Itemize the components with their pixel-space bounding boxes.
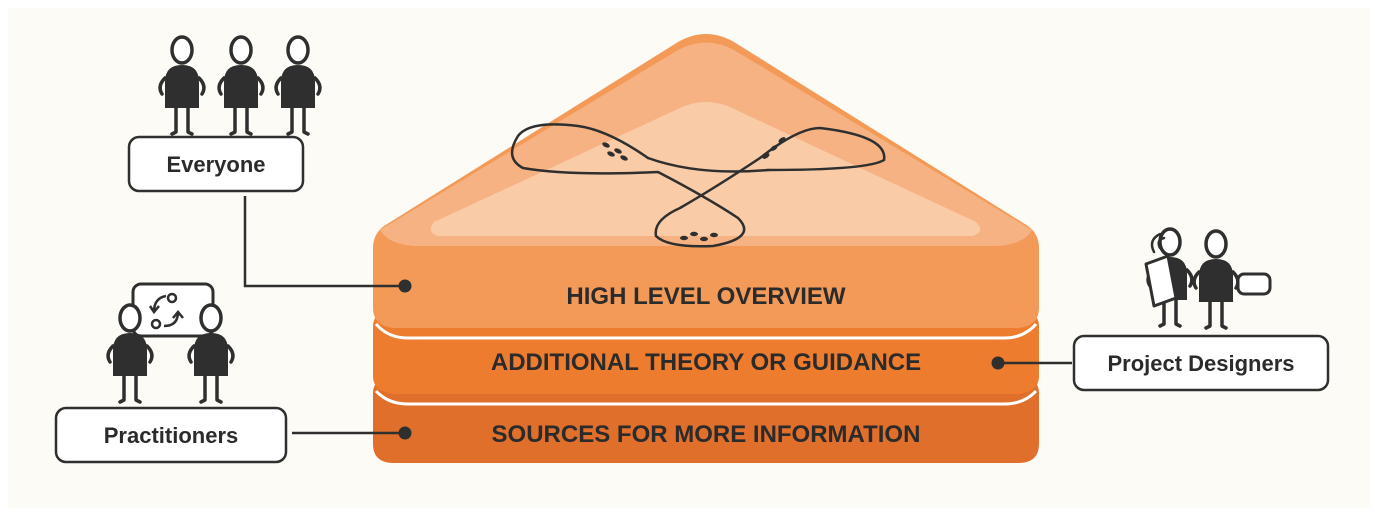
- designers-box: Project Designers: [1072, 334, 1330, 392]
- person-icon: [1192, 229, 1240, 330]
- layer-middle: [373, 311, 1039, 394]
- layer-bottom: [373, 377, 1039, 463]
- person-icon: [217, 35, 265, 136]
- everyone-label: Everyone: [166, 152, 265, 177]
- person-icon: [158, 35, 206, 136]
- designers-label: Project Designers: [1107, 351, 1294, 376]
- layer-pyramid-stack: [373, 34, 1039, 463]
- footprints-icon: [510, 123, 886, 248]
- whiteboard-icon: [131, 282, 215, 338]
- layer-top-label: HIGH LEVEL OVERVIEW: [566, 283, 846, 310]
- practitioners-box: Practitioners: [54, 406, 288, 464]
- diagram-svg: HIGH LEVEL OVERVIEW ADDITIONAL THEORY OR…: [54, 34, 1330, 464]
- layer-middle-label: ADDITIONAL THEORY OR GUIDANCE: [491, 349, 921, 376]
- everyone-people: [158, 35, 322, 136]
- clipboard-icon: [1144, 232, 1272, 308]
- everyone-box: Everyone: [127, 135, 305, 193]
- layer-bottom-label: SOURCES FOR MORE INFORMATION: [492, 421, 921, 448]
- practitioners-label: Practitioners: [104, 423, 239, 448]
- connector-everyone: [243, 196, 412, 293]
- person-icon: [274, 35, 322, 136]
- diagram-canvas: HIGH LEVEL OVERVIEW ADDITIONAL THEORY OR…: [8, 8, 1370, 508]
- connector-designers: [991, 356, 1072, 370]
- footprint-marks: [602, 137, 786, 242]
- connector-practitioners: [292, 426, 412, 440]
